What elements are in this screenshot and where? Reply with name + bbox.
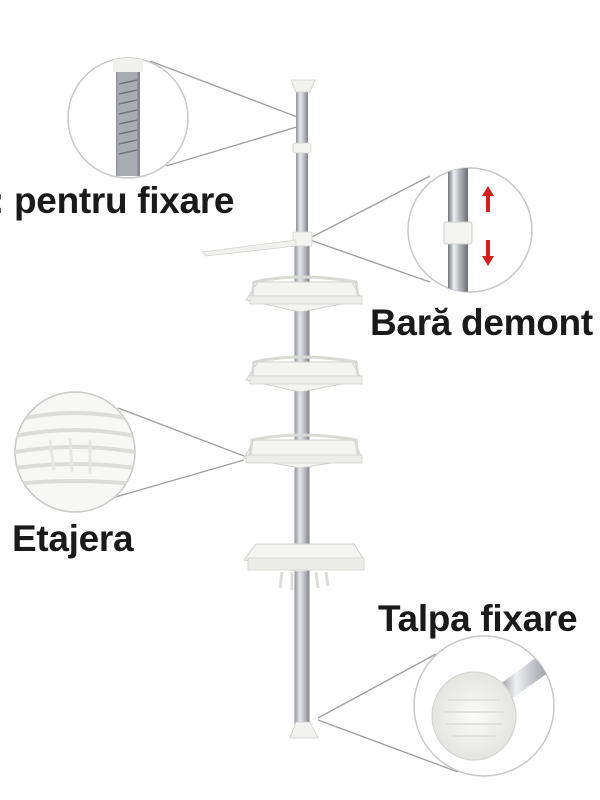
- base-label: Talpa fixare: [378, 598, 578, 639]
- telescopic-pole: [289, 79, 319, 739]
- detachable-bar-label: Bară demont: [370, 302, 593, 343]
- shelf-4: [243, 543, 365, 590]
- shelf-1: [245, 275, 363, 313]
- base-detail: [413, 635, 555, 777]
- callout-lines: [111, 60, 459, 773]
- shelf-2: [245, 355, 363, 393]
- top-fixing-detail: [67, 57, 189, 179]
- shelf-detail: [14, 391, 136, 513]
- detachable-bar-detail: [407, 167, 533, 293]
- top-fixing-label: : pentru fixare: [0, 180, 235, 221]
- shelf-3: [243, 433, 363, 469]
- swing-towel-bar: [201, 239, 297, 257]
- shelf-label: Etajera: [12, 518, 134, 559]
